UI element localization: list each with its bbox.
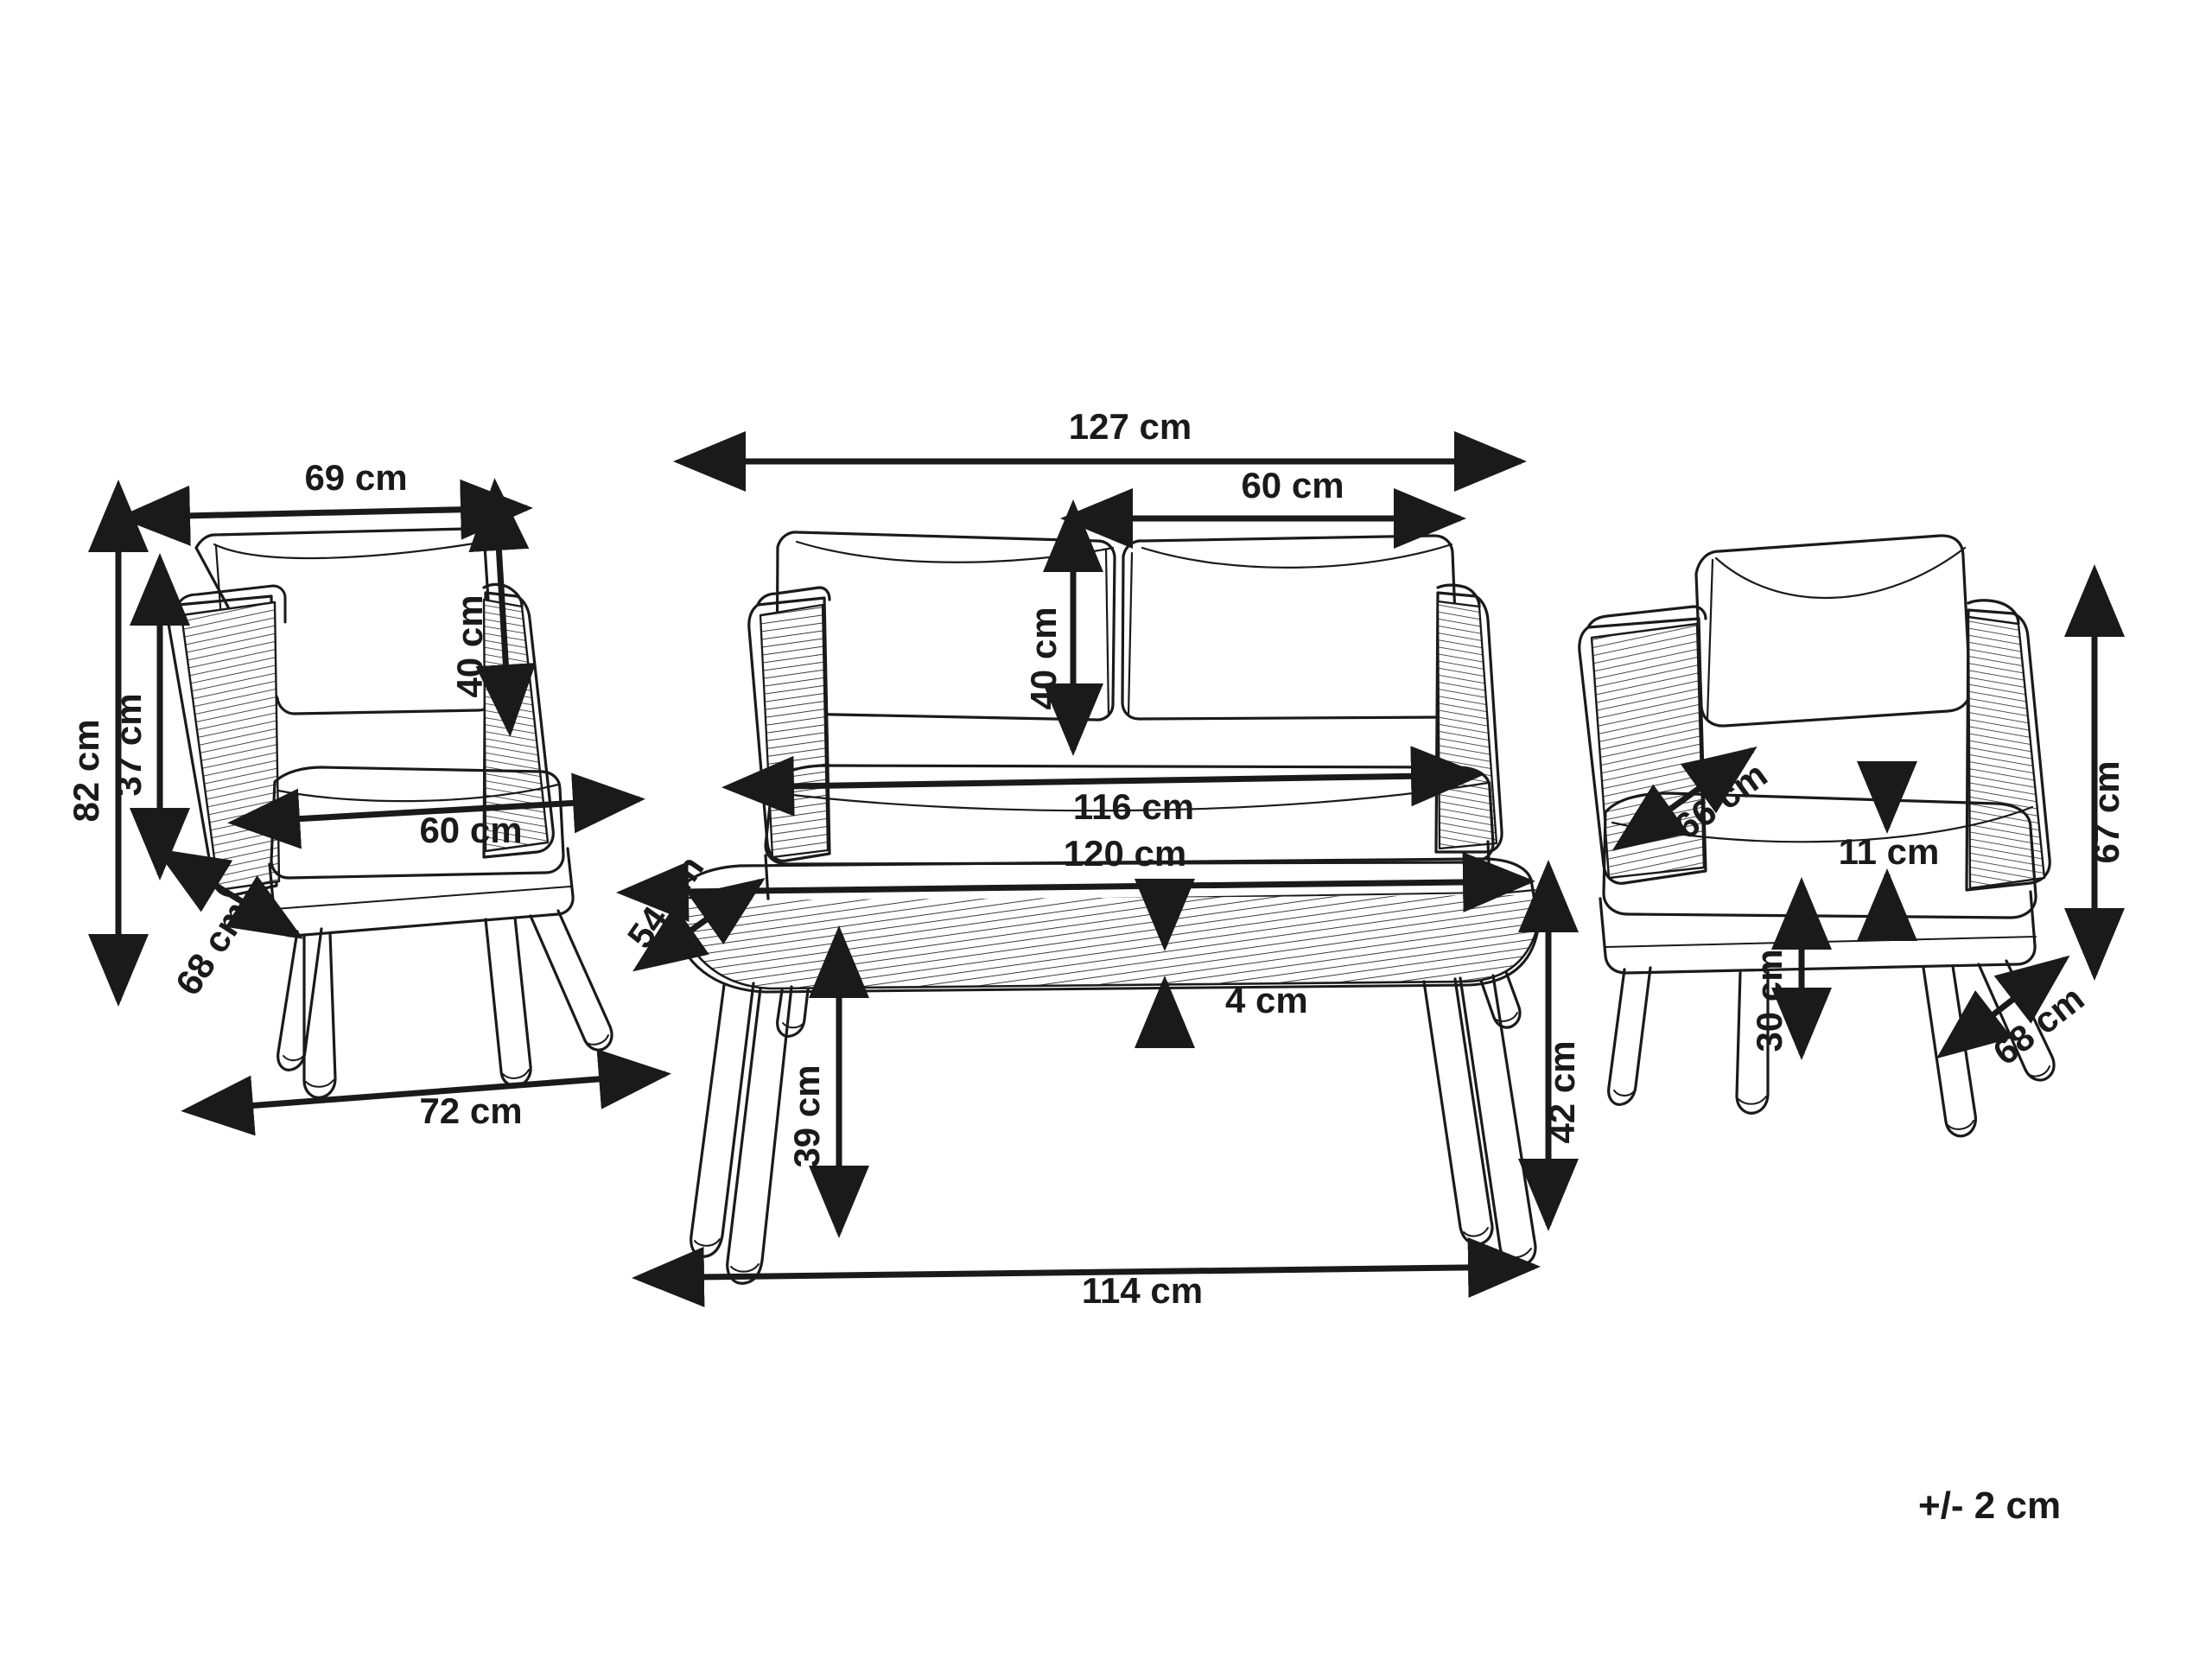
armchair-right-dimensions	[1611, 564, 2125, 1060]
dim-label-67: 67 cm	[2086, 760, 2126, 863]
dim-line-68-right	[1936, 955, 2070, 1059]
dim-line-66	[1611, 746, 1758, 851]
dim-label-39: 39 cm	[786, 1065, 827, 1167]
dim-label-30: 30 cm	[1749, 949, 1789, 1052]
dim-line-114	[632, 1236, 1541, 1307]
dim-label-60-sofa: 60 cm	[1241, 465, 1344, 505]
dim-label-82: 82 cm	[66, 719, 106, 822]
dim-line-120	[616, 851, 1535, 922]
dim-label-72: 72 cm	[419, 1090, 522, 1131]
dim-label-40-chair: 40 cm	[449, 594, 490, 697]
dim-label-11: 11 cm	[1839, 831, 1940, 872]
dim-label-37: 37 cm	[108, 693, 149, 796]
dim-label-40-sofa: 40 cm	[1023, 607, 1064, 709]
dim-line-72	[181, 1048, 671, 1136]
coffee-table-dimensions	[616, 851, 1579, 1307]
dim-label-4: 4 cm	[1225, 980, 1308, 1020]
dim-label-60-chair: 60 cm	[419, 810, 522, 850]
dim-line-40-chair	[468, 478, 537, 737]
sofa-dimensions	[673, 431, 1527, 817]
dim-label-42: 42 cm	[1541, 1040, 1582, 1143]
dim-line-54	[632, 877, 766, 972]
dim-label-127: 127 cm	[1069, 406, 1192, 447]
dim-label-69: 69 cm	[304, 457, 407, 498]
dim-label-116: 116 cm	[1073, 786, 1194, 827]
dim-label-120: 120 cm	[1064, 833, 1186, 874]
armchair-left-dimensions	[88, 478, 671, 1136]
dim-line-60-chair	[227, 772, 645, 849]
dim-line-68-chair	[155, 848, 303, 939]
dim-line-116	[721, 746, 1484, 817]
dim-label-114: 114 cm	[1082, 1270, 1203, 1311]
tolerance-note: +/- 2 cm	[1918, 1484, 2061, 1527]
